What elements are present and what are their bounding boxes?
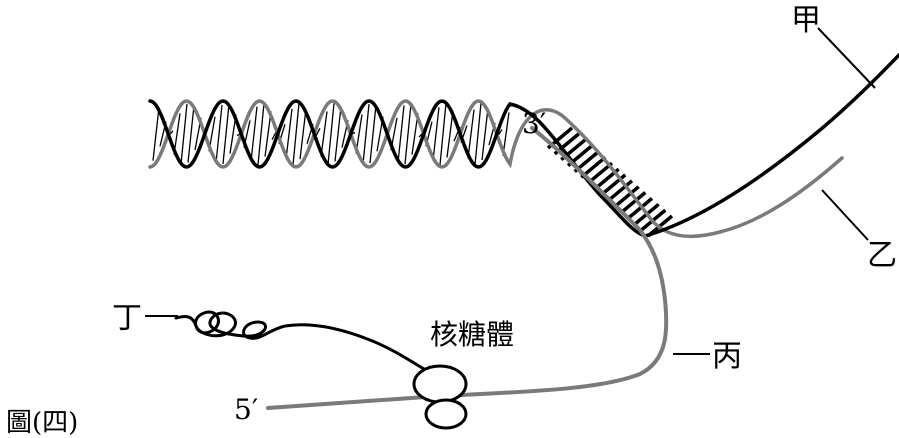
helix-rung — [258, 103, 264, 164]
helix-rung — [216, 105, 222, 163]
helix-rung — [433, 107, 439, 160]
helix-rung — [223, 104, 229, 164]
helix-rung — [370, 105, 376, 163]
helix-rung — [447, 111, 453, 158]
label-ding: 丁 — [112, 301, 142, 336]
helix-rung — [153, 107, 159, 160]
label-bing: 丙 — [712, 339, 742, 374]
helix-rung — [468, 110, 474, 159]
figure-caption: 圖(四) — [6, 408, 78, 438]
helix-rung — [188, 105, 194, 162]
helix-rung — [181, 104, 187, 164]
leader-line-jia — [818, 28, 875, 88]
helix-rung — [251, 107, 257, 162]
label-jia: 甲 — [791, 3, 821, 38]
helix-rung — [300, 109, 306, 159]
ribosome-large-subunit — [414, 366, 466, 402]
helix-rung — [405, 104, 411, 164]
label-5-prime-end: 5′ — [234, 393, 258, 426]
helix-rung — [293, 103, 299, 165]
helix-rung — [440, 103, 446, 165]
helix-rung — [286, 109, 292, 159]
helix-rung — [482, 108, 488, 160]
ribosome — [414, 366, 466, 428]
helix-rung — [475, 103, 481, 165]
label-3-prime-end: 3′ — [522, 107, 546, 140]
dna-strand-yi — [150, 101, 842, 236]
label-yi: 乙 — [867, 238, 897, 273]
helix-rung — [328, 103, 334, 164]
helix-rung — [398, 105, 404, 162]
polypeptide-chain-ding — [176, 312, 440, 378]
label-ribosome: 核糖體 — [430, 318, 514, 351]
leader-line-yi — [822, 190, 868, 240]
helix-rung — [363, 104, 369, 164]
dna-strand-jia — [150, 55, 899, 236]
ribosome-small-subunit — [426, 400, 466, 428]
hybrid-rung — [601, 175, 625, 195]
helix-rung — [335, 107, 341, 162]
